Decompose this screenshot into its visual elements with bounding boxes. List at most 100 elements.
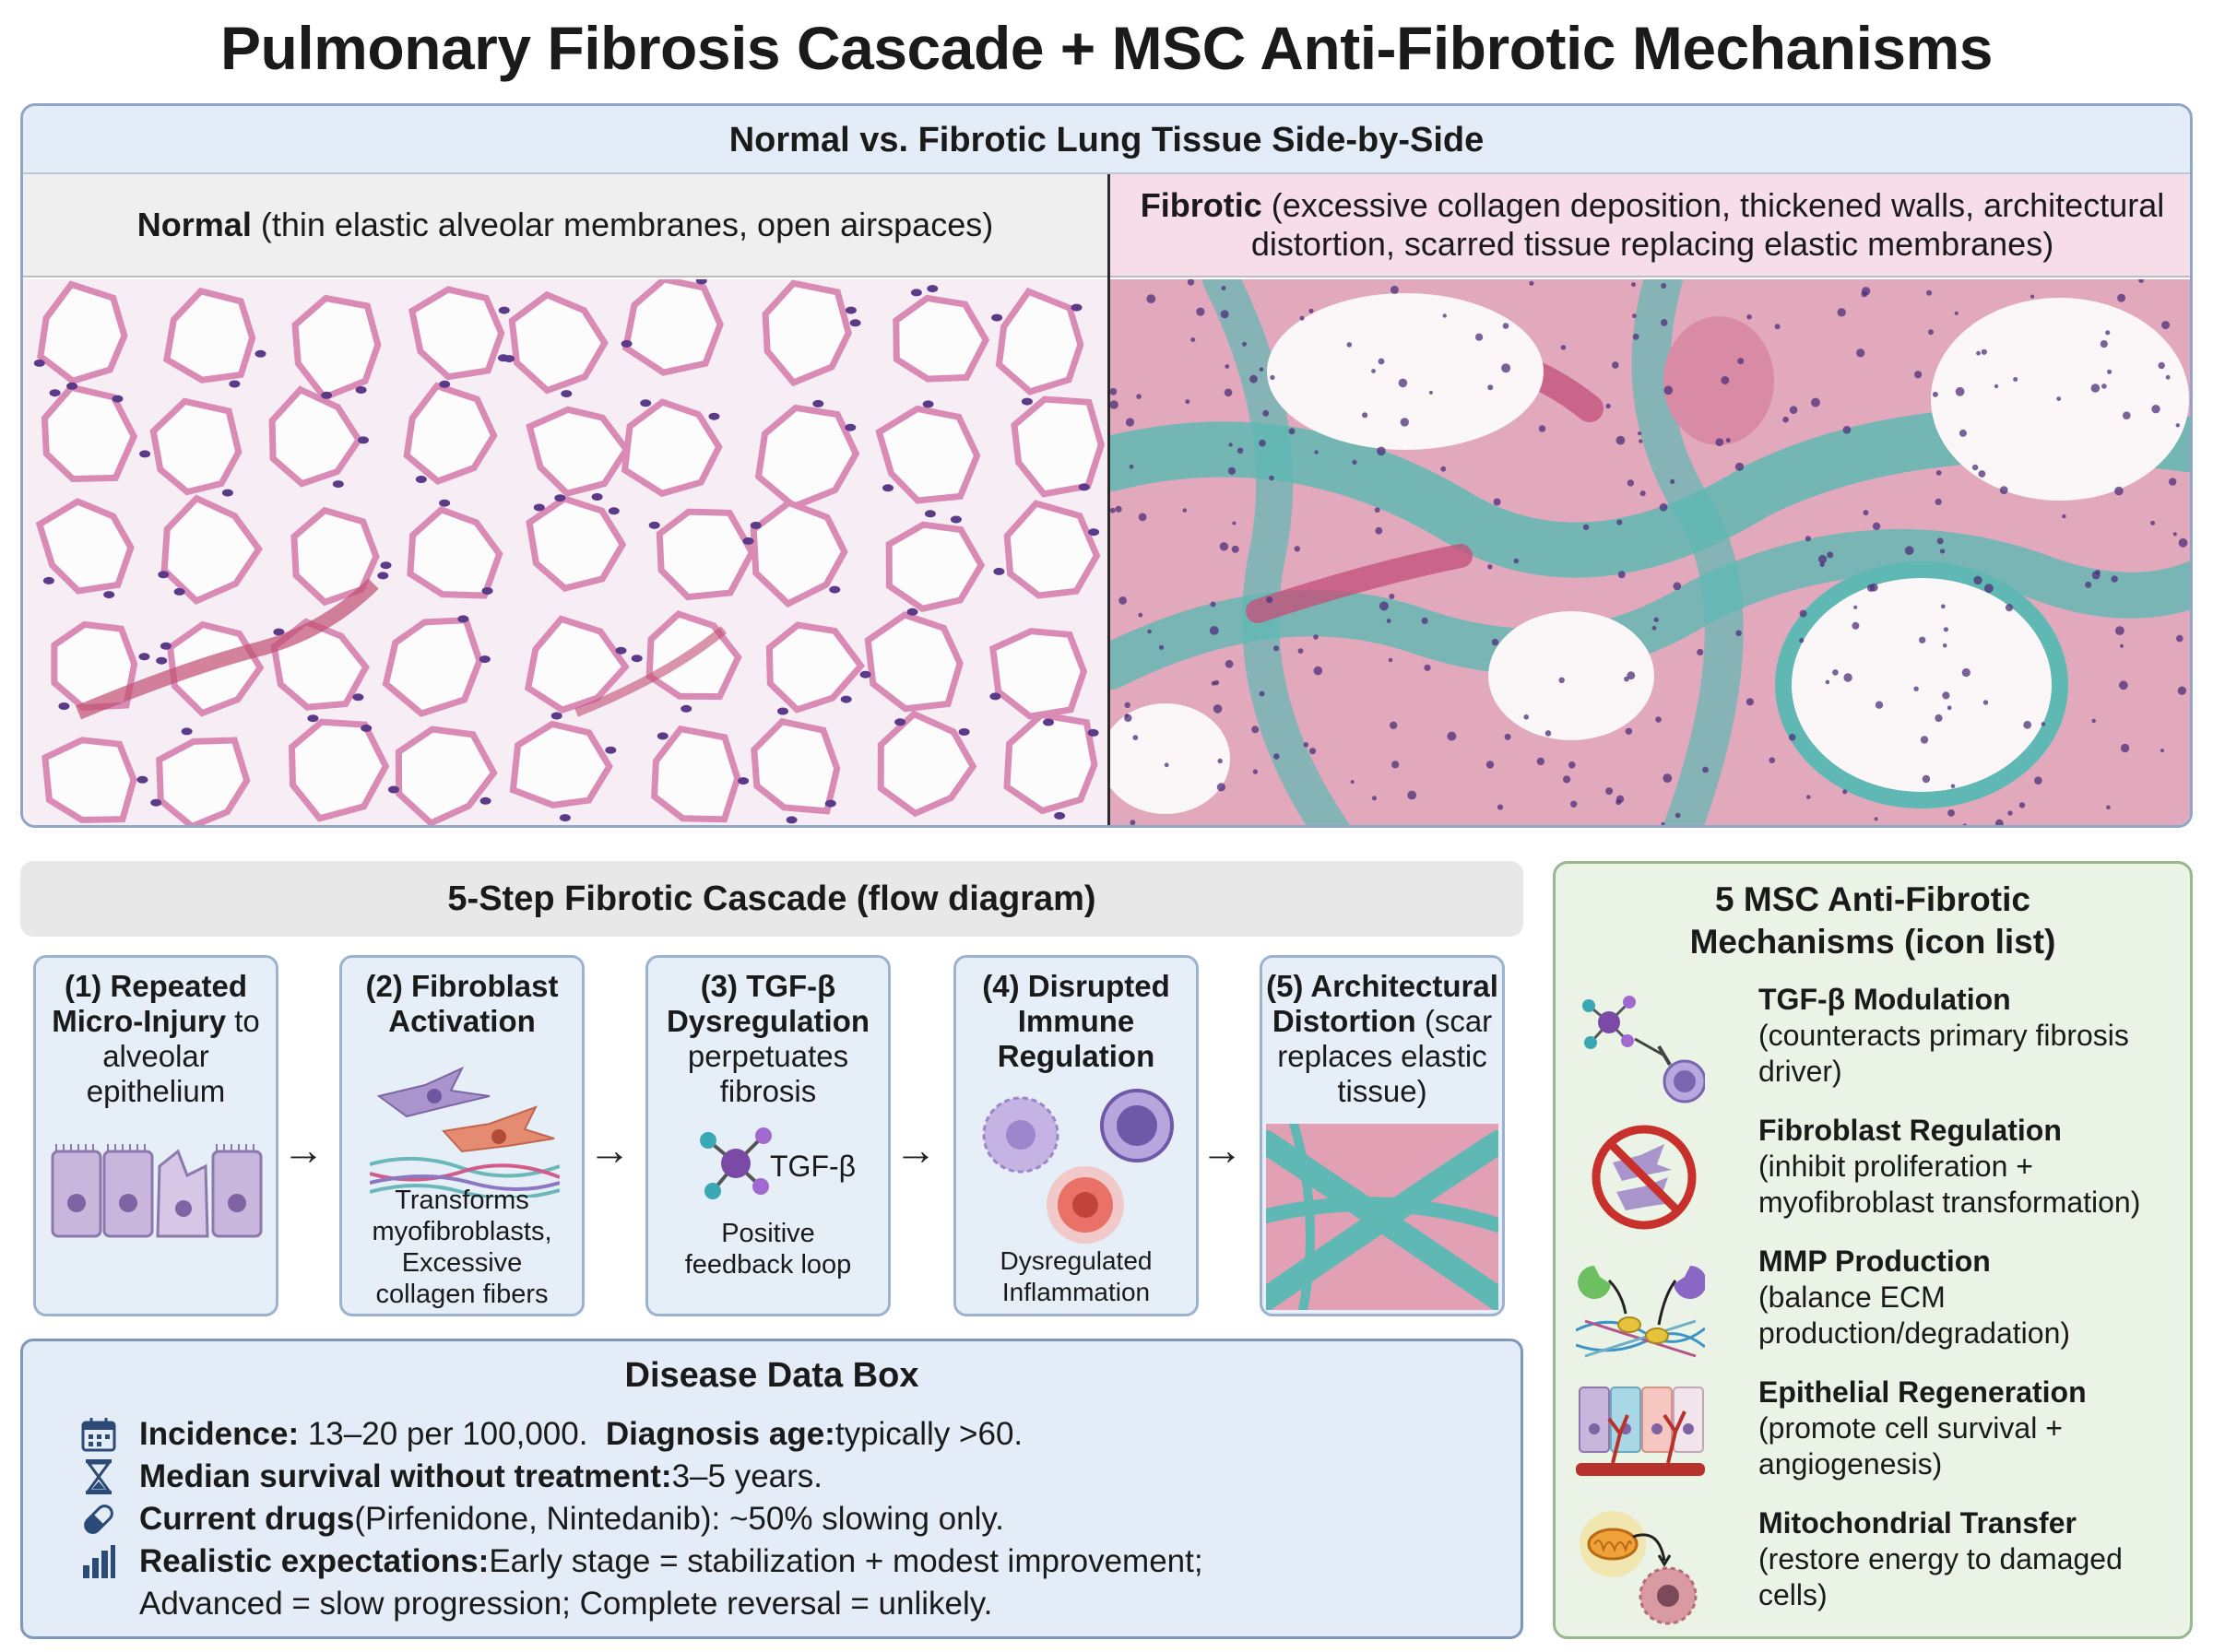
cell-nucleus [1125, 418, 1135, 427]
alveolus [864, 611, 964, 713]
cell-nucleus [1196, 307, 1205, 316]
cell-nucleus [1313, 666, 1323, 676]
immune-cells-icon [982, 1089, 1174, 1244]
drugs-row: Current drugs (Pirfenidone, Nintedanib):… [77, 1498, 1004, 1540]
cell-nucleus [894, 718, 906, 726]
cell-nucleus [1789, 406, 1798, 414]
cell-nucleus [1398, 378, 1408, 388]
cell-nucleus [2041, 722, 2046, 726]
cell-nucleus [2120, 643, 2124, 648]
cell-nucleus [1391, 761, 1400, 769]
cell-nucleus [1421, 617, 1428, 624]
cell-nucleus [1213, 679, 1220, 686]
alveolus [407, 505, 503, 599]
alveolus [885, 521, 986, 613]
cell-nucleus [2005, 604, 2014, 612]
cell-nucleus [559, 814, 571, 822]
cell-nucleus [1615, 435, 1626, 445]
cell-nucleus [1811, 397, 1820, 407]
cell-nucleus [1497, 804, 1504, 810]
cell-nucleus [1721, 376, 1730, 384]
cell-nucleus [1379, 601, 1389, 611]
cell-nucleus [1746, 314, 1752, 320]
cell-nucleus [1388, 657, 1393, 663]
cell-nucleus [1962, 823, 1967, 825]
cell-nucleus [2111, 575, 2118, 583]
cell-nucleus [150, 798, 162, 807]
cell-nucleus [58, 702, 70, 710]
cell-nucleus [1874, 817, 1878, 821]
mechanism-4-desc: (promote cell survival + angiogenesis) [1758, 1411, 2063, 1481]
step-4-caption: Dysregulated Inflammation [1000, 1246, 1153, 1306]
alveolus [656, 508, 756, 601]
cell-nucleus [2101, 384, 2107, 389]
cell-nucleus [1617, 571, 1626, 579]
alveolus [288, 718, 390, 822]
cell-nucleus [2120, 743, 2130, 753]
survival-value: 3–5 years. [671, 1458, 823, 1494]
cell-nucleus [1715, 438, 1724, 447]
cell-nucleus [1653, 617, 1659, 622]
alveolus [762, 279, 852, 387]
cell-nucleus [1124, 702, 1130, 708]
cell-nucleus [1788, 734, 1796, 741]
cell-nucleus [307, 714, 319, 723]
cell-nucleus [1400, 418, 1409, 427]
normal-lung-histology-image [23, 279, 1107, 825]
fibroblast-collagen-icon [370, 1066, 560, 1198]
cell-nucleus [1538, 425, 1546, 432]
cell-nucleus [2030, 294, 2035, 299]
cell-nucleus [439, 499, 451, 507]
cell-nucleus [1124, 714, 1132, 723]
cell-nucleus [1976, 350, 1981, 356]
alveolus [1003, 500, 1101, 599]
alveolus [621, 279, 724, 376]
cell-nucleus [1021, 397, 1033, 406]
cell-nucleus [1947, 809, 1955, 817]
cell-nucleus [2091, 571, 2101, 580]
step-1-subtitle: to alveolar epithelium [86, 1004, 260, 1108]
cell-nucleus [2150, 520, 2156, 525]
cell-nucleus [1922, 774, 1931, 784]
cell-nucleus [1110, 400, 1118, 409]
cell-nucleus [415, 476, 427, 483]
cell-nucleus [2114, 486, 2124, 496]
cell-nucleus [1935, 470, 1942, 476]
cell-nucleus [1995, 819, 2004, 825]
cell-nucleus [1973, 575, 1982, 585]
cell-nucleus [2085, 581, 2092, 588]
cell-nucleus [103, 591, 115, 599]
cell-nucleus [1504, 733, 1511, 740]
cell-nucleus [2123, 411, 2131, 419]
mechanism-5-desc: (restore energy to damaged cells) [1758, 1542, 2123, 1611]
cell-nucleus [1249, 374, 1258, 384]
cell-nucleus [1138, 612, 1143, 618]
cell-nucleus [481, 587, 493, 595]
alveolus [751, 717, 841, 815]
cell-nucleus [1661, 283, 1667, 289]
cell-nucleus [1625, 727, 1633, 735]
cell-nucleus [1303, 742, 1309, 748]
cell-nucleus [605, 746, 617, 754]
cell-nucleus [1270, 374, 1275, 381]
cell-nucleus [1961, 667, 1970, 678]
cell-nucleus [1078, 483, 1090, 491]
cell-nucleus [2176, 634, 2183, 643]
cascade-step-2: (2) Fibroblast Activation Transforms myo… [339, 955, 585, 1316]
cell-nucleus [1853, 605, 1858, 609]
cascade-arrow-1: → [282, 1126, 325, 1174]
diagnosis-age-label: Diagnosis age: [605, 1416, 835, 1452]
cell-nucleus [1350, 780, 1355, 785]
diagnosis-age-value: typically >60. [834, 1416, 1024, 1452]
cell-nucleus [993, 567, 1005, 575]
normal-description: (thin elastic alveolar membranes, open a… [251, 206, 994, 243]
cell-nucleus [1994, 384, 1999, 389]
mechanism-3-name: MMP Production [1758, 1245, 1991, 1278]
cell-nucleus [1447, 731, 1457, 741]
cell-nucleus [1615, 799, 1622, 806]
cell-nucleus [1259, 439, 1266, 447]
cell-nucleus [1054, 811, 1066, 820]
alveolus [651, 725, 741, 823]
mechanism-2-desc: (inhibit proliferation + myofibroblast t… [1758, 1150, 2141, 1219]
cell-nucleus [1129, 464, 1134, 469]
